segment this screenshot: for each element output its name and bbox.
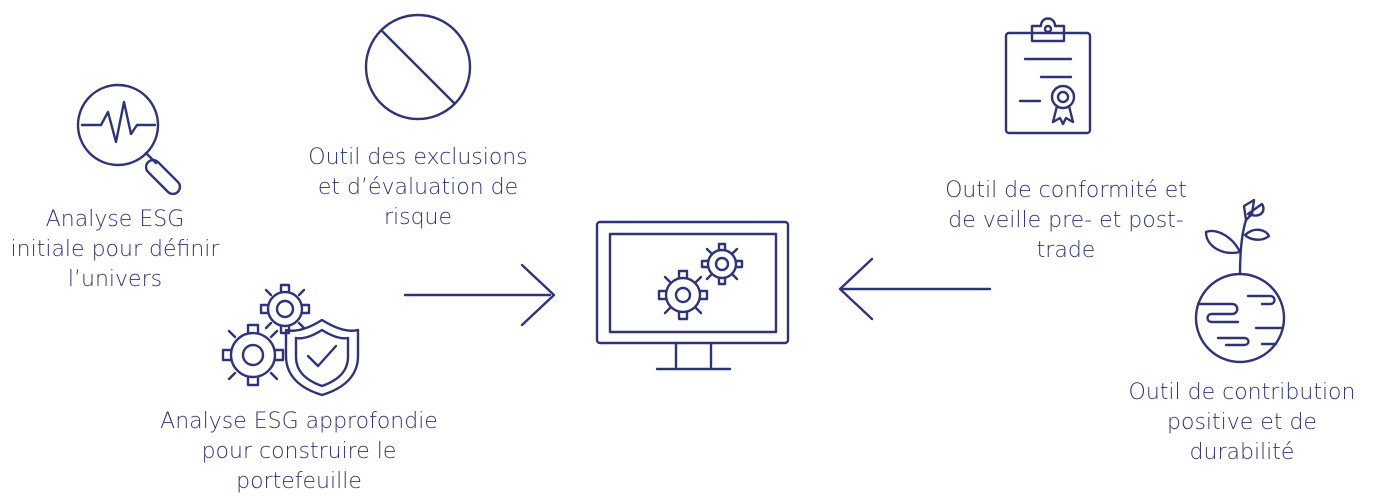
label-contribution-tool: Outil de contribution positive et de dur…	[1112, 378, 1372, 468]
label-line: Analyse ESG approfondie	[160, 409, 438, 434]
label-line: pour construire le	[201, 439, 397, 464]
clipboard-certificate-icon	[1006, 19, 1090, 134]
label-line: initiale pour définir	[10, 237, 220, 262]
label-compliance-tool: Outil de conformité et de veille pre- et…	[924, 176, 1208, 266]
label-line: risque	[383, 205, 453, 230]
label-line: l’univers	[67, 267, 163, 292]
label-deep-esg-analysis: Analyse ESG approfondie pour construire …	[144, 407, 454, 497]
computer-gears-icon	[597, 222, 788, 369]
label-line: Outil de conformité et	[945, 178, 1187, 203]
prohibition-icon	[366, 15, 470, 119]
label-line: durabilité	[1189, 440, 1295, 465]
gears-shield-icon	[223, 285, 358, 395]
label-line: et d’évaluation de	[317, 175, 519, 200]
label-line: Analyse ESG	[45, 207, 185, 232]
arrow-right	[405, 265, 554, 325]
magnifier-pulse-icon	[78, 85, 183, 197]
label-exclusions-tool: Outil des exclusions et d’évaluation de …	[293, 143, 543, 233]
label-line: de veille pre- et post-	[948, 208, 1184, 233]
label-line: portefeuille	[236, 469, 362, 494]
label-line: Outil de contribution	[1128, 380, 1356, 405]
plant-globe-icon	[1196, 200, 1284, 362]
arrow-left	[840, 259, 990, 319]
label-line: positive et de	[1167, 410, 1317, 435]
label-line: Outil des exclusions	[308, 145, 528, 170]
label-line: trade	[1036, 238, 1096, 263]
label-initial-esg-analysis: Analyse ESG initiale pour définir l’univ…	[6, 205, 224, 295]
